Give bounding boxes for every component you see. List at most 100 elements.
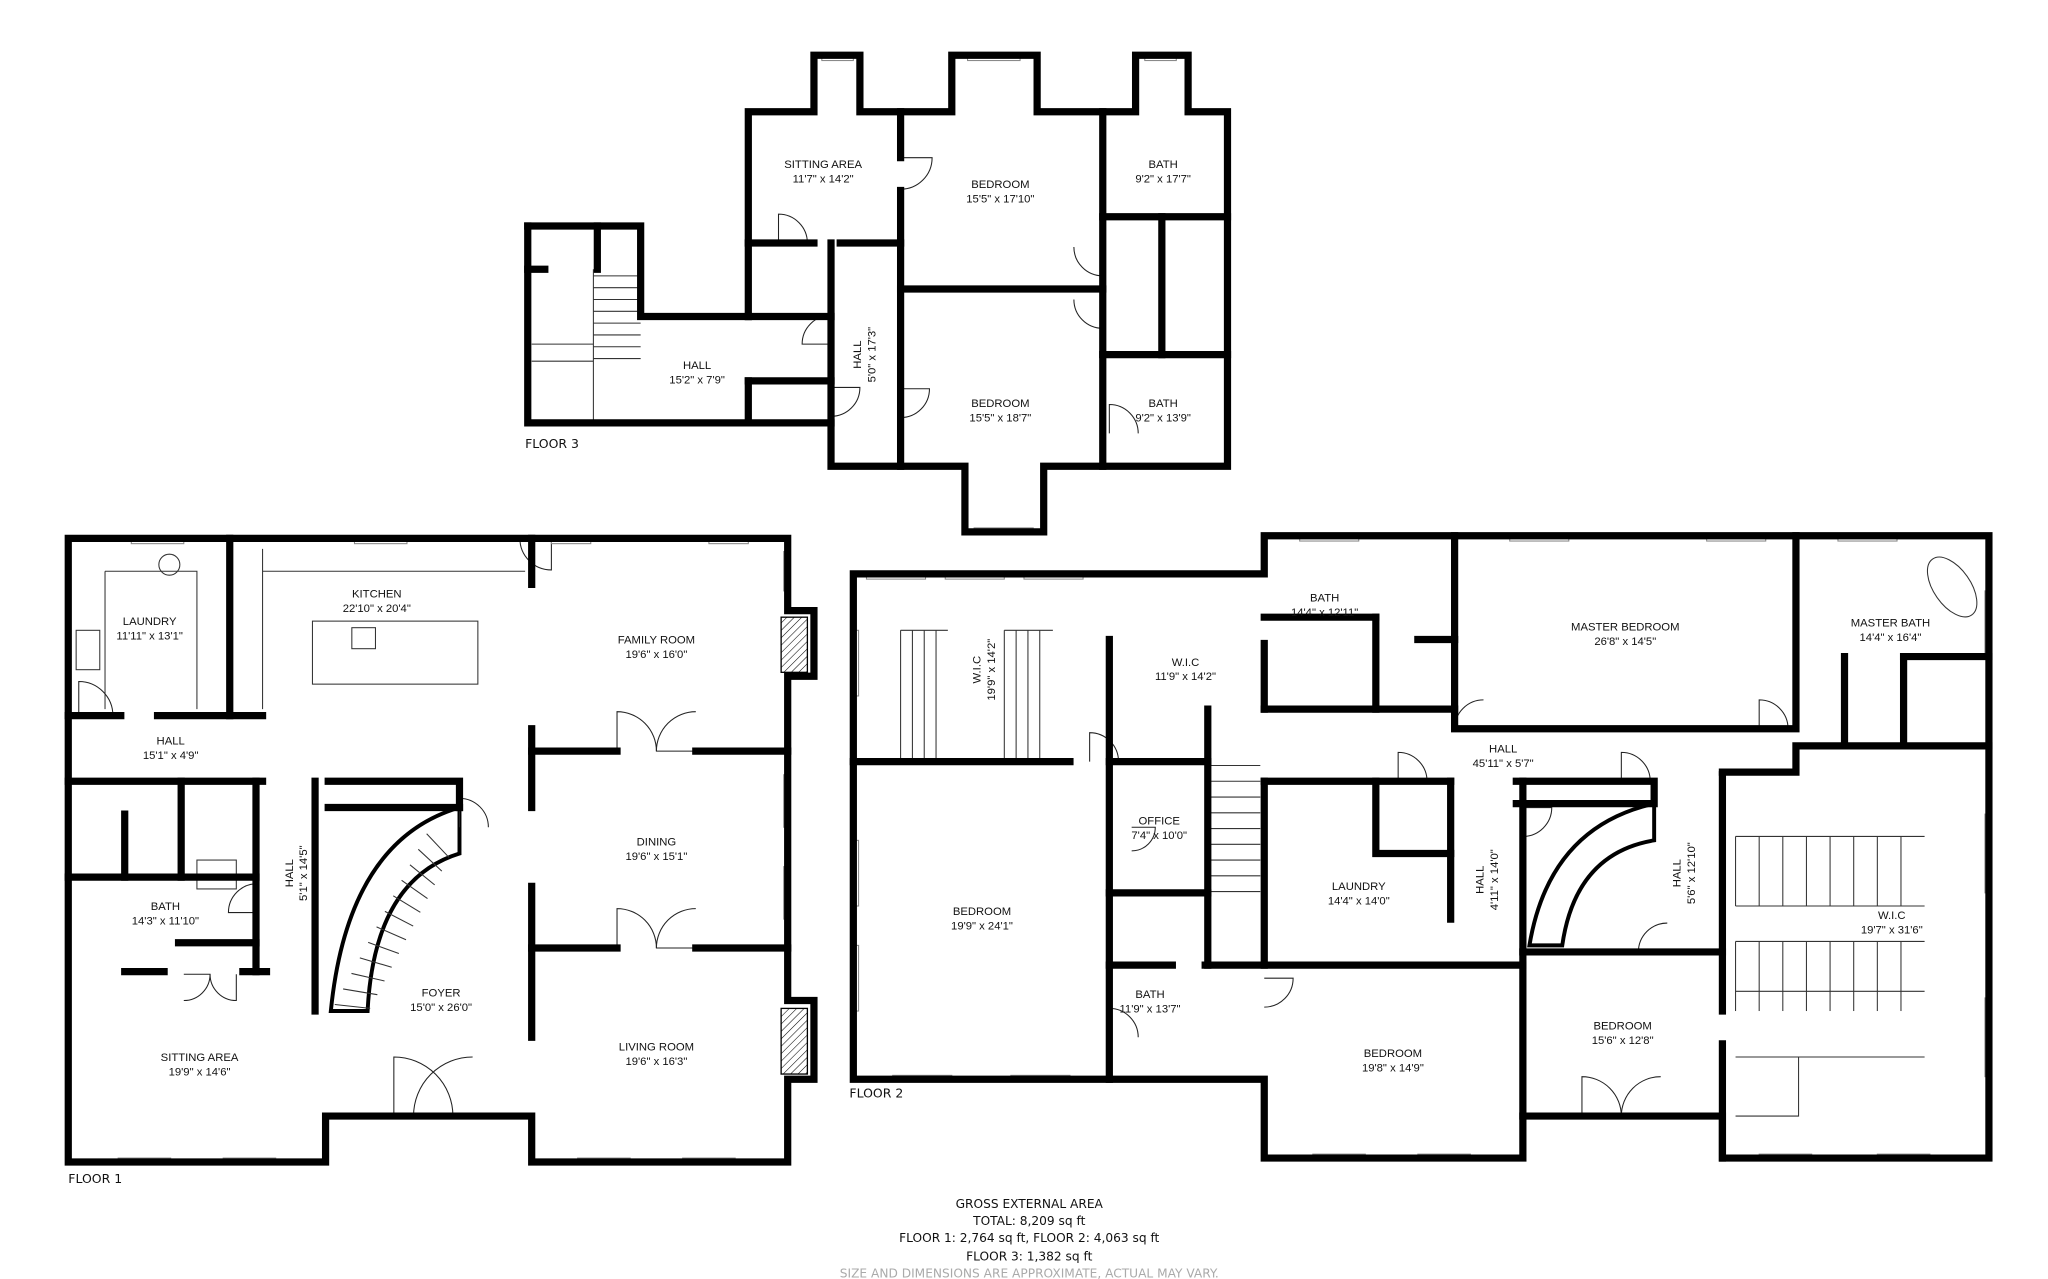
room-hall: HALL 15'1" x 4'9" <box>143 736 199 762</box>
room-name: BEDROOM <box>1364 1048 1422 1060</box>
wall <box>1718 742 1993 776</box>
room-name: BATH <box>1310 592 1339 604</box>
wall <box>524 222 835 427</box>
wall <box>324 777 464 812</box>
fixture-line <box>417 848 443 872</box>
room-name: BATH <box>1149 159 1178 171</box>
room-dimensions: 14'4" x 12'11" <box>1291 607 1358 619</box>
door-swing <box>1758 699 1789 729</box>
room-dimensions: 14'4" x 14'0" <box>1328 896 1390 908</box>
door-swing <box>616 711 657 752</box>
room-dimensions: 15'2" x 7'9" <box>669 375 725 387</box>
room-dimensions: 26'8" x 14'5" <box>1594 636 1656 648</box>
door-swing <box>458 797 489 828</box>
room-name: HALL <box>852 341 864 369</box>
wall <box>1450 532 1800 733</box>
room-name: HALL <box>683 360 711 372</box>
wall <box>524 222 752 321</box>
room-name: KITCHEN <box>352 588 402 600</box>
wall <box>1372 777 1455 858</box>
room-name: SITTING AREA <box>161 1052 239 1064</box>
room-name: MASTER BATH <box>1851 617 1930 629</box>
room-laundry: LAUNDRY 14'4" x 14'0" <box>1328 881 1390 907</box>
room-dimensions: 15'1" x 4'9" <box>143 750 199 762</box>
door-swing <box>1637 922 1668 953</box>
bathtub <box>1926 556 1978 618</box>
room-bath: BATH 14'4" x 12'11" <box>1291 592 1358 618</box>
fixture-line <box>351 972 385 982</box>
door-swing <box>1581 1076 1622 1117</box>
wall <box>1512 777 1658 808</box>
door-swing <box>1131 826 1156 852</box>
room-name: BATH <box>1135 989 1164 1001</box>
fixture-line <box>343 988 378 996</box>
door-swing <box>655 711 696 752</box>
room-dimensions: 15'0" x 26'0" <box>410 1002 472 1014</box>
room-dimensions: 4'11" x 14'0" <box>1489 849 1501 910</box>
door-swing <box>777 213 808 244</box>
door-swing <box>616 908 657 949</box>
fixture-line <box>409 864 435 886</box>
room-hall: HALL 15'2" x 7'9" <box>669 360 725 386</box>
door-swing <box>1454 699 1484 730</box>
fireplace <box>780 616 809 673</box>
door-swing <box>900 388 931 419</box>
room-dimensions: 45'11" x 5'7" <box>1473 758 1534 770</box>
fixture-line <box>376 926 407 941</box>
fixture-line <box>392 895 421 913</box>
door-swing <box>78 680 114 716</box>
room-name: OFFICE <box>1139 816 1181 828</box>
room-dimensions: 11'9" x 13'7" <box>1120 1003 1181 1015</box>
fixture-line <box>1735 1056 1800 1117</box>
room-dimensions: 19'6" x 15'1" <box>625 851 687 863</box>
door-swing <box>1397 751 1428 782</box>
room-wic: W.I.C11'9" x 14'2" <box>1155 657 1216 683</box>
room-name: HALL <box>1474 866 1486 894</box>
laundry-sink <box>75 629 101 671</box>
room-hall: HALL 45'11" x 5'7" <box>1473 743 1534 769</box>
door-swing <box>1073 246 1104 277</box>
room-dimensions: 11'9" x 14'2" <box>1155 671 1216 683</box>
room-name: MASTER BEDROOM <box>1571 621 1679 633</box>
room-name: LAUNDRY <box>1332 881 1386 893</box>
wall <box>744 51 1232 536</box>
door-swing <box>1620 751 1651 782</box>
room-dimensions: 14'3" x 11'10" <box>132 915 199 927</box>
summary-title: GROSS EXTERNAL AREA <box>956 1197 1104 1211</box>
door-swing <box>413 1056 473 1117</box>
fixture-line <box>359 957 392 968</box>
area-summary: GROSS EXTERNAL AREA TOTAL: 8,209 sq ft F… <box>840 1197 1219 1279</box>
summary-floors-1-2: FLOOR 1: 2,764 sq ft, FLOOR 2: 4,063 sq … <box>899 1231 1159 1245</box>
door-swing <box>1522 807 1553 837</box>
door-swing <box>1620 1076 1661 1117</box>
fixture-line <box>334 1003 371 1009</box>
fixture-line <box>105 570 198 710</box>
room-dimensions: 19'7" x 31'6" <box>1861 925 1923 937</box>
room-dimensions: 19'9" x 14'6" <box>169 1066 231 1078</box>
summary-floor-3: FLOOR 3: 1,382 sq ft <box>966 1249 1092 1263</box>
room-name: HALL <box>157 736 185 748</box>
room-dimensions: 19'6" x 16'0" <box>625 649 687 661</box>
room-name: HALL <box>1489 743 1517 755</box>
room-dimensions: 15'5" x 17'10" <box>966 193 1034 205</box>
room-name: BEDROOM <box>953 906 1011 918</box>
